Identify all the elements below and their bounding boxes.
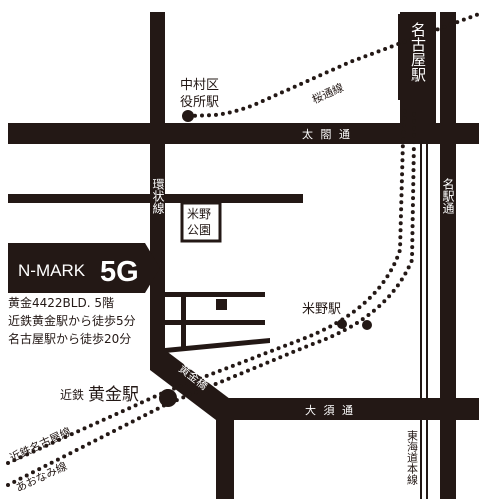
- side-street-diag: [165, 338, 270, 353]
- building-access-2: 名古屋駅から徒歩20分: [8, 331, 131, 346]
- tokaido-rail-l: [420, 140, 422, 499]
- tokaido-rail-r: [426, 140, 428, 499]
- station-nakamura-office: [182, 110, 194, 122]
- line-aonami: [6, 108, 416, 487]
- road-osu-label: 大 須 通: [305, 403, 355, 417]
- road-osu: [216, 398, 479, 420]
- side-street-1: [165, 292, 265, 297]
- road-taiko-label: 太 閤 通: [302, 128, 352, 141]
- side-street-2: [165, 320, 265, 325]
- road-ogon-bridge: [150, 350, 234, 420]
- station-komeno-a: [337, 319, 347, 329]
- brand-name: N-MARK: [18, 261, 86, 280]
- road-kanjo: [150, 12, 165, 370]
- line-kintetsu: [6, 108, 407, 465]
- station-komeno-b: [362, 320, 372, 330]
- line-tokaido-label: 東海道本線: [406, 430, 419, 485]
- komeno-park-box: [180, 201, 222, 243]
- station-nagoya-label: 名古屋駅: [409, 22, 427, 82]
- building-address: 黄金4422BLD. 5階: [8, 295, 114, 310]
- road-taiko: [8, 123, 479, 144]
- station-komeno-label: 米野駅: [302, 302, 341, 317]
- station-nakamura-label-1: 中村区: [180, 78, 219, 93]
- station-ogon-label: 黄金駅: [88, 385, 139, 405]
- line-sakura-dori-label: 桜通線: [310, 80, 346, 106]
- komeno-park-label-1: 米野: [187, 207, 211, 221]
- line-aonami-label: あおなみ線: [13, 459, 69, 495]
- road-south: [216, 398, 234, 499]
- rail-lines: [6, 12, 479, 487]
- brand-banner: [8, 243, 160, 293]
- road-meieki: [440, 12, 456, 499]
- building-access-1: 近鉄黄金駅から徒歩5分: [8, 313, 136, 328]
- road-meieki-label: 名駅通: [441, 177, 455, 214]
- stations: [159, 110, 372, 407]
- station-ogon-prefix: 近鉄: [60, 387, 84, 402]
- line-kintetsu-label: 近鉄名古屋線: [7, 424, 73, 465]
- side-street-3: [181, 292, 186, 348]
- komeno-park-label-2: 公園: [187, 223, 211, 237]
- line-sakura-dori: [186, 12, 479, 118]
- station-nakamura-label-2: 役所駅: [180, 95, 219, 110]
- station-ogon: [159, 389, 177, 407]
- brand-suffix: 5G: [100, 256, 139, 288]
- road-kanjo-label: 環状線: [151, 178, 165, 214]
- building-marker: [216, 299, 227, 310]
- road-komeno-park: [8, 194, 303, 203]
